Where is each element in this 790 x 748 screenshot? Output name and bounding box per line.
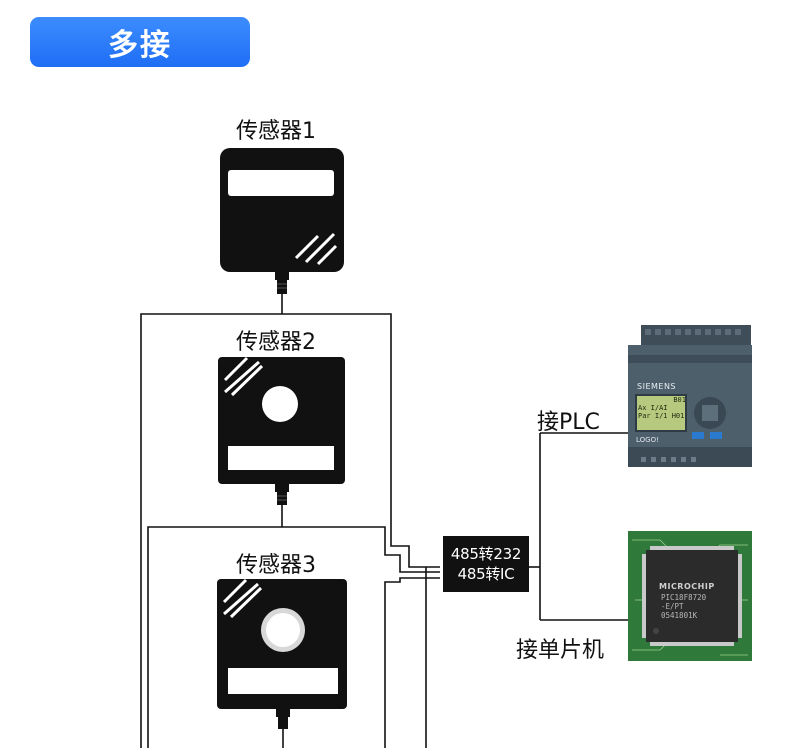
- sensor-2-device: [218, 356, 345, 505]
- mcu-chip-line-2: -E/PT: [661, 602, 684, 611]
- sensor-2-label: 传感器2: [236, 330, 316, 355]
- sensor-1-label: 传感器1: [236, 119, 316, 144]
- plc-screen-line-1: B01: [673, 396, 686, 404]
- plc-label: 接PLC: [537, 410, 600, 435]
- mcu-chip-text: PIC18F8720 -E/PT 0541801K: [661, 593, 706, 620]
- mcu-device: [628, 531, 752, 661]
- sensor-3-label: 传感器3: [236, 553, 316, 578]
- plc-screen-line-3: Par I/1 H01: [638, 412, 685, 420]
- converter-line-2: 485转IC: [457, 565, 515, 583]
- mcu-chip-line-1: PIC18F8720: [661, 593, 707, 602]
- plc-brand: SIEMENS: [637, 382, 677, 391]
- header-title: 多接: [108, 28, 172, 63]
- plc-device: [628, 325, 752, 467]
- mcu-label: 接单片机: [516, 638, 605, 663]
- converter-box: 485转232 485转IC: [443, 536, 529, 592]
- mcu-chip-line-3: 0541801K: [661, 611, 698, 620]
- mcu-brand: MICROCHIP: [659, 582, 715, 591]
- converter-line-1: 485转232: [450, 545, 522, 563]
- sensor-3-device: [217, 578, 347, 729]
- plc-screen-line-2: Ax I/AI: [638, 404, 668, 412]
- plc-screen: B01 Ax I/AI Par I/1 H01: [638, 396, 686, 420]
- bus-wires: [140, 294, 628, 748]
- plc-model: LOGO!: [636, 436, 659, 444]
- header-badge: 多接: [30, 17, 250, 67]
- sensor-1-device: [220, 148, 344, 294]
